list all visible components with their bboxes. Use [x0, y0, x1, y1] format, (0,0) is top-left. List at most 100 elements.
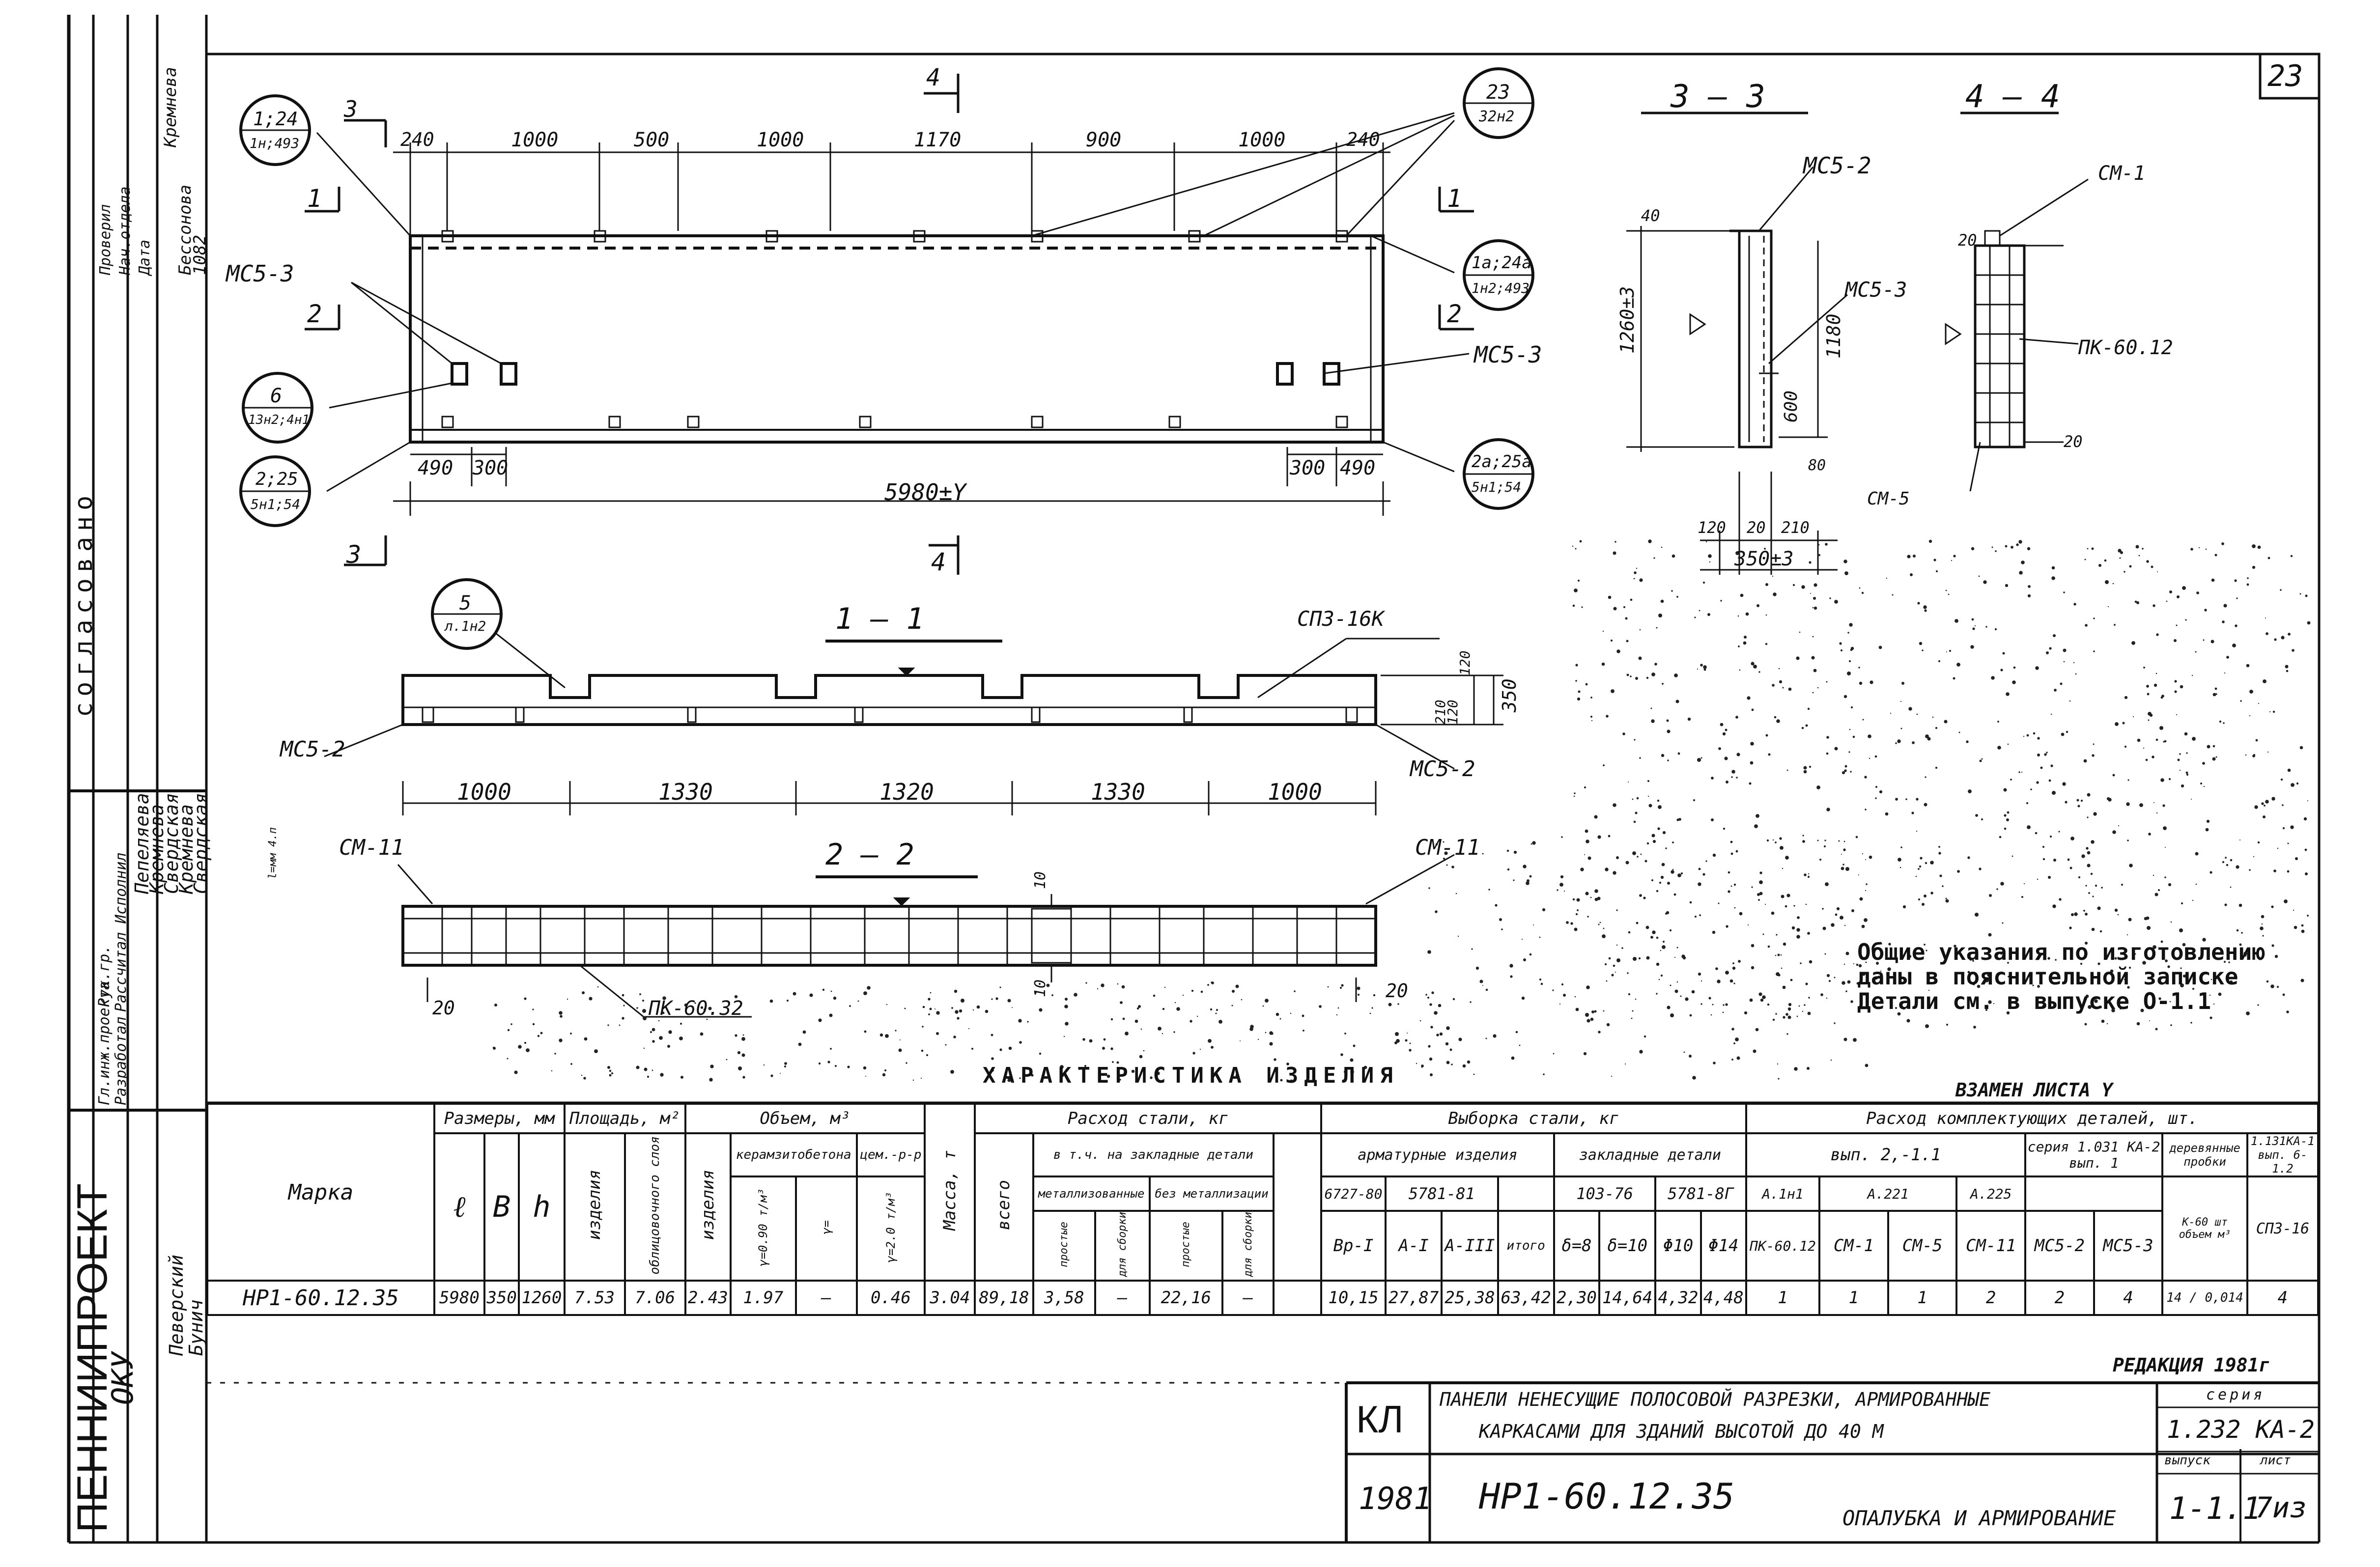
- scan-speckle: [1915, 875, 1917, 877]
- scan-speckle: [1575, 664, 1578, 667]
- scan-speckle: [2023, 735, 2025, 737]
- scan-speckle: [2111, 1008, 2115, 1012]
- callout-2-sub: 32н2: [1479, 108, 1515, 125]
- scan-speckle: [2135, 545, 2139, 549]
- scan-speckle: [2063, 591, 2065, 593]
- scan-speckle: [2007, 811, 2010, 814]
- scan-speckle: [1444, 851, 1448, 855]
- s11-callout-num: 5: [459, 592, 472, 615]
- scan-speckle: [570, 1033, 572, 1035]
- scan-speckle: [2128, 966, 2131, 969]
- scan-speckle: [2140, 1008, 2144, 1012]
- scan-speckle: [2073, 662, 2075, 664]
- scan-speckle: [1156, 1071, 1160, 1075]
- td-b: 350: [483, 1280, 520, 1316]
- scan-speckle: [2081, 854, 2085, 858]
- scan-speckle: [1676, 818, 1679, 821]
- scan-speckle: [2192, 899, 2194, 901]
- s44-label-pk6012: ПК-60.12: [2078, 336, 2173, 359]
- scan-speckle: [1046, 983, 1050, 987]
- scan-speckle: [1785, 1013, 1788, 1016]
- scan-speckle: [1529, 875, 1532, 878]
- scan-speckle: [1807, 707, 1810, 710]
- scan-speckle: [1733, 982, 1735, 984]
- scan-speckle: [1621, 947, 1623, 949]
- scan-speckle: [1782, 687, 1784, 689]
- th-components: Расход комплектующих деталей, шт.: [1745, 1103, 2320, 1134]
- scan-speckle: [1268, 1077, 1270, 1079]
- scan-speckle: [1575, 680, 1577, 682]
- scan-speckle: [1971, 618, 1974, 621]
- scan-speckle: [2146, 560, 2149, 563]
- scan-speckle: [1911, 811, 1914, 814]
- td-h: 1260: [518, 1280, 566, 1316]
- scan-speckle: [1700, 757, 1702, 759]
- scan-speckle: [2035, 666, 2039, 670]
- scan-speckle: [1715, 967, 1718, 970]
- scan-speckle: [2265, 617, 2266, 618]
- scan-speckle: [1877, 976, 1880, 979]
- scan-speckle: [1598, 923, 1600, 925]
- section-mark-2-left: 2: [307, 300, 322, 328]
- scan-speckle: [1561, 983, 1564, 986]
- scan-speckle: [1913, 555, 1916, 558]
- scan-speckle: [1813, 606, 1817, 610]
- scan-speckle: [1603, 764, 1605, 766]
- scan-speckle: [1859, 897, 1863, 901]
- scan-speckle: [1666, 911, 1670, 915]
- scan-speckle: [922, 1006, 925, 1008]
- scan-speckle: [1898, 858, 1901, 862]
- scan-speckle: [2042, 858, 2045, 861]
- scan-speckle: [2182, 943, 2186, 947]
- scan-speckle: [971, 1048, 973, 1050]
- scan-speckle: [537, 1035, 540, 1037]
- scan-speckle: [2290, 825, 2294, 829]
- scan-speckle: [2186, 773, 2189, 776]
- scan-speckle: [849, 1005, 851, 1007]
- scan-speckle: [1451, 866, 1454, 868]
- strip-role-2: Рук.гр.: [96, 945, 113, 1007]
- scan-speckle: [2085, 942, 2088, 945]
- scan-speckle: [1627, 972, 1629, 974]
- scan-speckle: [1658, 614, 1662, 617]
- scan-speckle: [1843, 1037, 1847, 1041]
- scan-speckle: [1816, 785, 1820, 789]
- th-vol-k50-text: γ=0.90 т/м³: [756, 1188, 770, 1266]
- scan-speckle: [1150, 1076, 1153, 1079]
- td-steel-met-simple: 3,58: [1032, 1280, 1097, 1316]
- scan-speckle: [2182, 974, 2186, 978]
- scan-speckle: [1572, 604, 1575, 607]
- scan-speckle: [1089, 1039, 1093, 1043]
- s33-dim-40: 40: [1641, 206, 1660, 225]
- scan-speckle: [1630, 598, 1633, 601]
- scan-speckle: [1705, 541, 1707, 543]
- scan-speckle: [2055, 959, 2057, 961]
- td-itogo: 63,42: [1497, 1280, 1555, 1316]
- scan-speckle: [1027, 1021, 1029, 1023]
- scan-speckle: [1759, 892, 1763, 895]
- scan-speckle: [2285, 665, 2289, 669]
- scan-speckle: [2277, 847, 2279, 849]
- scan-speckle: [2168, 883, 2172, 887]
- scan-speckle: [589, 997, 593, 1001]
- scan-speckle: [2087, 851, 2091, 855]
- tb-issue-label: выпуск: [2164, 1453, 2210, 1468]
- scan-speckle: [2162, 804, 2165, 807]
- scan-speckle: [1064, 1005, 1068, 1008]
- strip-lower-name-1: Певерский: [166, 1255, 187, 1356]
- scan-speckle: [652, 1028, 655, 1032]
- scan-speckle: [1927, 737, 1931, 741]
- scan-speckle: [1539, 936, 1541, 938]
- scan-speckle: [928, 998, 931, 1001]
- td-vol-item: 2.43: [684, 1280, 732, 1316]
- scan-speckle: [2271, 905, 2274, 908]
- scan-speckle: [1616, 909, 1618, 911]
- scan-speckle: [972, 1009, 974, 1011]
- scan-speckle: [2212, 757, 2216, 761]
- scan-speckle: [2148, 833, 2151, 836]
- scan-speckle: [1280, 1079, 1283, 1082]
- scan-speckle: [2093, 617, 2095, 619]
- section-33-title: 3 — 3: [1671, 79, 1765, 115]
- scan-speckle: [1987, 973, 1991, 977]
